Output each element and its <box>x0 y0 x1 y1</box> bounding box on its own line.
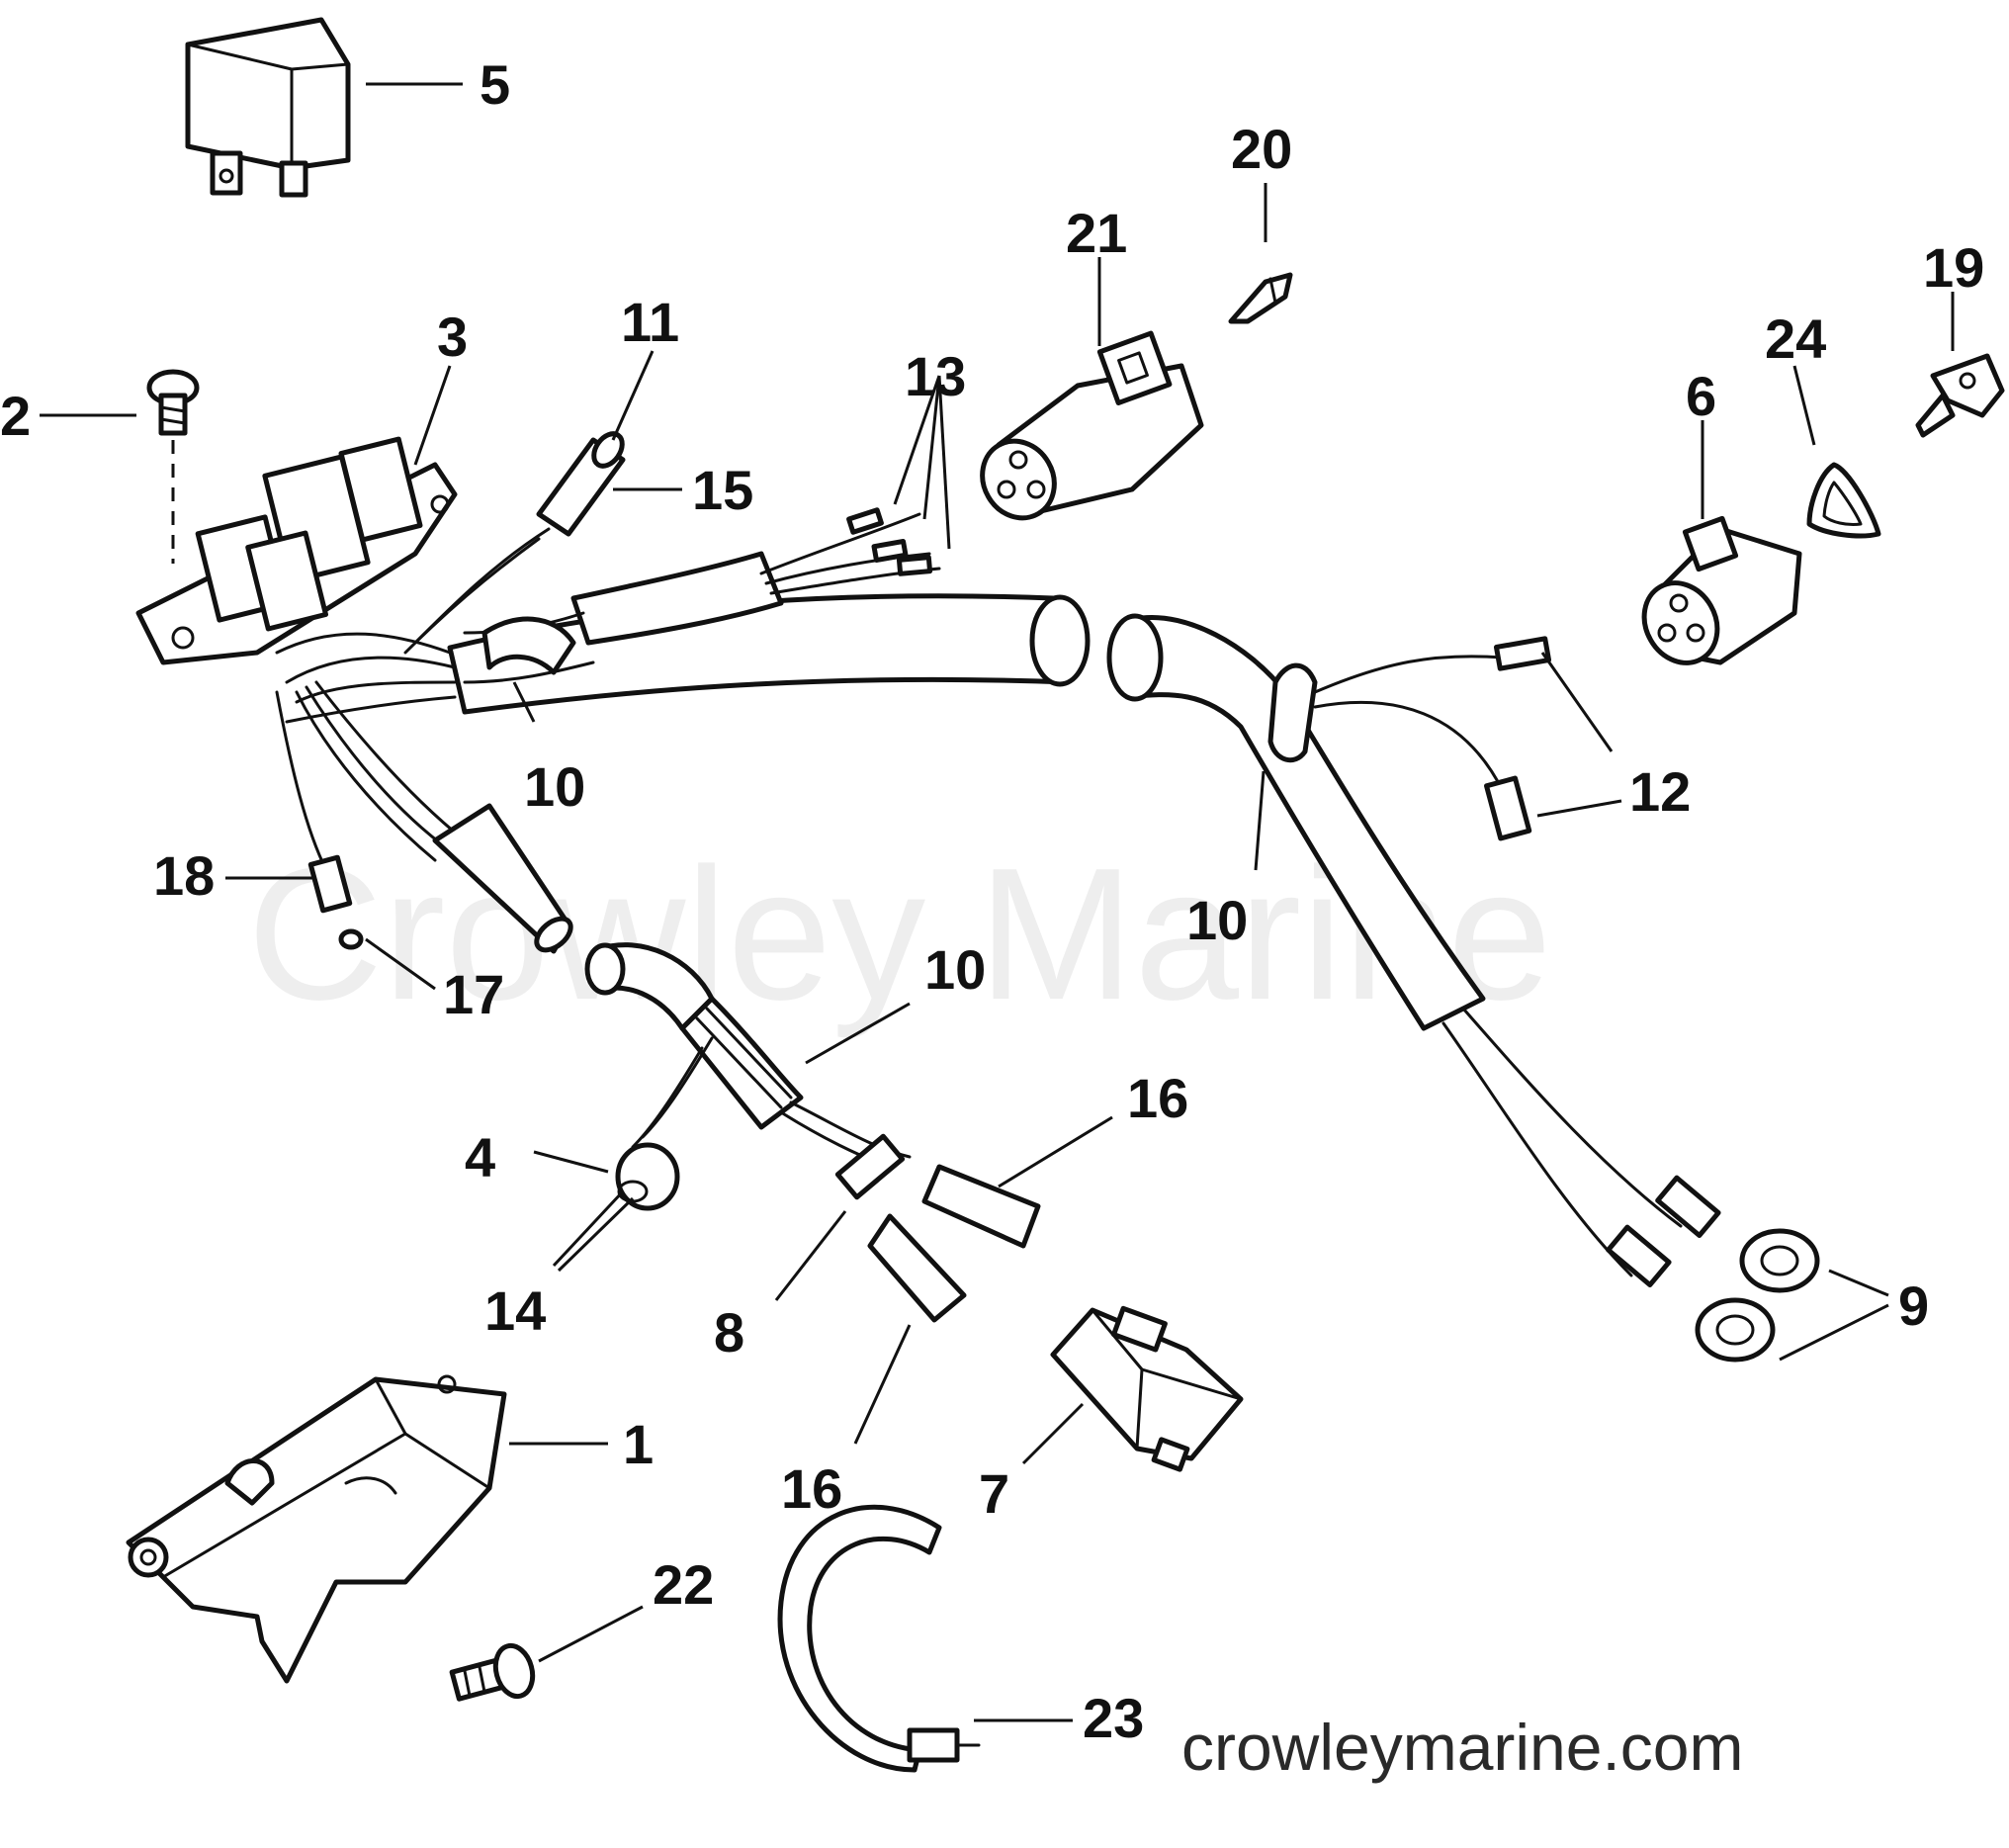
callout-21: 21 <box>1066 202 1127 264</box>
callout-3: 3 <box>437 306 468 368</box>
leader-3 <box>413 365 452 466</box>
callout-12: 12 <box>1629 760 1691 823</box>
leader-4 <box>533 1150 609 1174</box>
leader-12b <box>1536 799 1622 818</box>
harness-right-section <box>1106 613 1820 1363</box>
leader-13b <box>937 375 951 550</box>
clip-19-part <box>1915 353 2005 438</box>
callout-16a: 16 <box>1127 1067 1188 1129</box>
callout-10a: 10 <box>524 755 585 818</box>
pin-20-part <box>1228 272 1293 324</box>
leader-8 <box>774 1210 847 1301</box>
callout-20: 20 <box>1231 118 1292 180</box>
callout-19: 19 <box>1923 236 1984 299</box>
callout-7: 7 <box>979 1462 1009 1525</box>
harness-main-section <box>275 507 1091 724</box>
callout-18: 18 <box>153 844 215 907</box>
callout-14: 14 <box>484 1279 546 1342</box>
harness-lower-center-section <box>584 942 1041 1323</box>
site-url: crowleymarine.com <box>1181 1711 1743 1784</box>
callout-2: 2 <box>0 385 31 447</box>
leader-16b <box>853 1324 912 1445</box>
leader-14b <box>557 1196 635 1273</box>
callout-16b: 16 <box>781 1457 842 1520</box>
leader-9b <box>1779 1303 1889 1362</box>
leader-14a <box>552 1189 625 1268</box>
callout-4: 4 <box>465 1126 495 1188</box>
callout-1: 1 <box>623 1413 654 1475</box>
leader-11 <box>611 350 655 441</box>
leader-7 <box>1021 1402 1085 1465</box>
callout-24: 24 <box>1765 308 1826 370</box>
leader-24 <box>1792 365 1816 446</box>
callout-10c: 10 <box>924 938 986 1001</box>
screw-22-part <box>449 1642 536 1702</box>
callout-22: 22 <box>653 1553 714 1616</box>
callout-6: 6 <box>1686 365 1716 427</box>
callout-10b: 10 <box>1186 889 1248 951</box>
leader-12a <box>1540 652 1614 752</box>
leader-10c <box>805 1002 911 1065</box>
leader-17 <box>365 937 436 991</box>
harness-lower-branch <box>275 680 573 954</box>
leader-13c <box>893 375 941 505</box>
leader-9a <box>1828 1269 1889 1297</box>
callout-17: 17 <box>443 963 504 1025</box>
screw-part <box>146 369 200 564</box>
callout-11: 11 <box>621 291 679 353</box>
callout-15: 15 <box>692 459 753 521</box>
callout-9: 9 <box>1898 1275 1929 1337</box>
connector-boot-part <box>403 431 626 655</box>
terminal-block-part <box>135 436 458 665</box>
leader-10b <box>1254 770 1266 871</box>
leader-13a <box>922 375 941 520</box>
leader-22 <box>538 1605 644 1663</box>
seal-24-part <box>1806 462 1881 539</box>
leader-10a <box>512 681 536 723</box>
connector-6-part <box>1641 515 1802 665</box>
callout-23: 23 <box>1083 1687 1144 1749</box>
connector-21-part <box>980 330 1204 521</box>
strap-23-part <box>777 1504 981 1773</box>
connector-7-part <box>1050 1305 1244 1472</box>
callout-8: 8 <box>714 1301 744 1364</box>
bracket-part <box>126 1374 507 1684</box>
leader-16a <box>998 1115 1113 1188</box>
relay-part <box>185 17 351 198</box>
callout-13: 13 <box>905 345 966 407</box>
callout-5: 5 <box>480 53 510 116</box>
